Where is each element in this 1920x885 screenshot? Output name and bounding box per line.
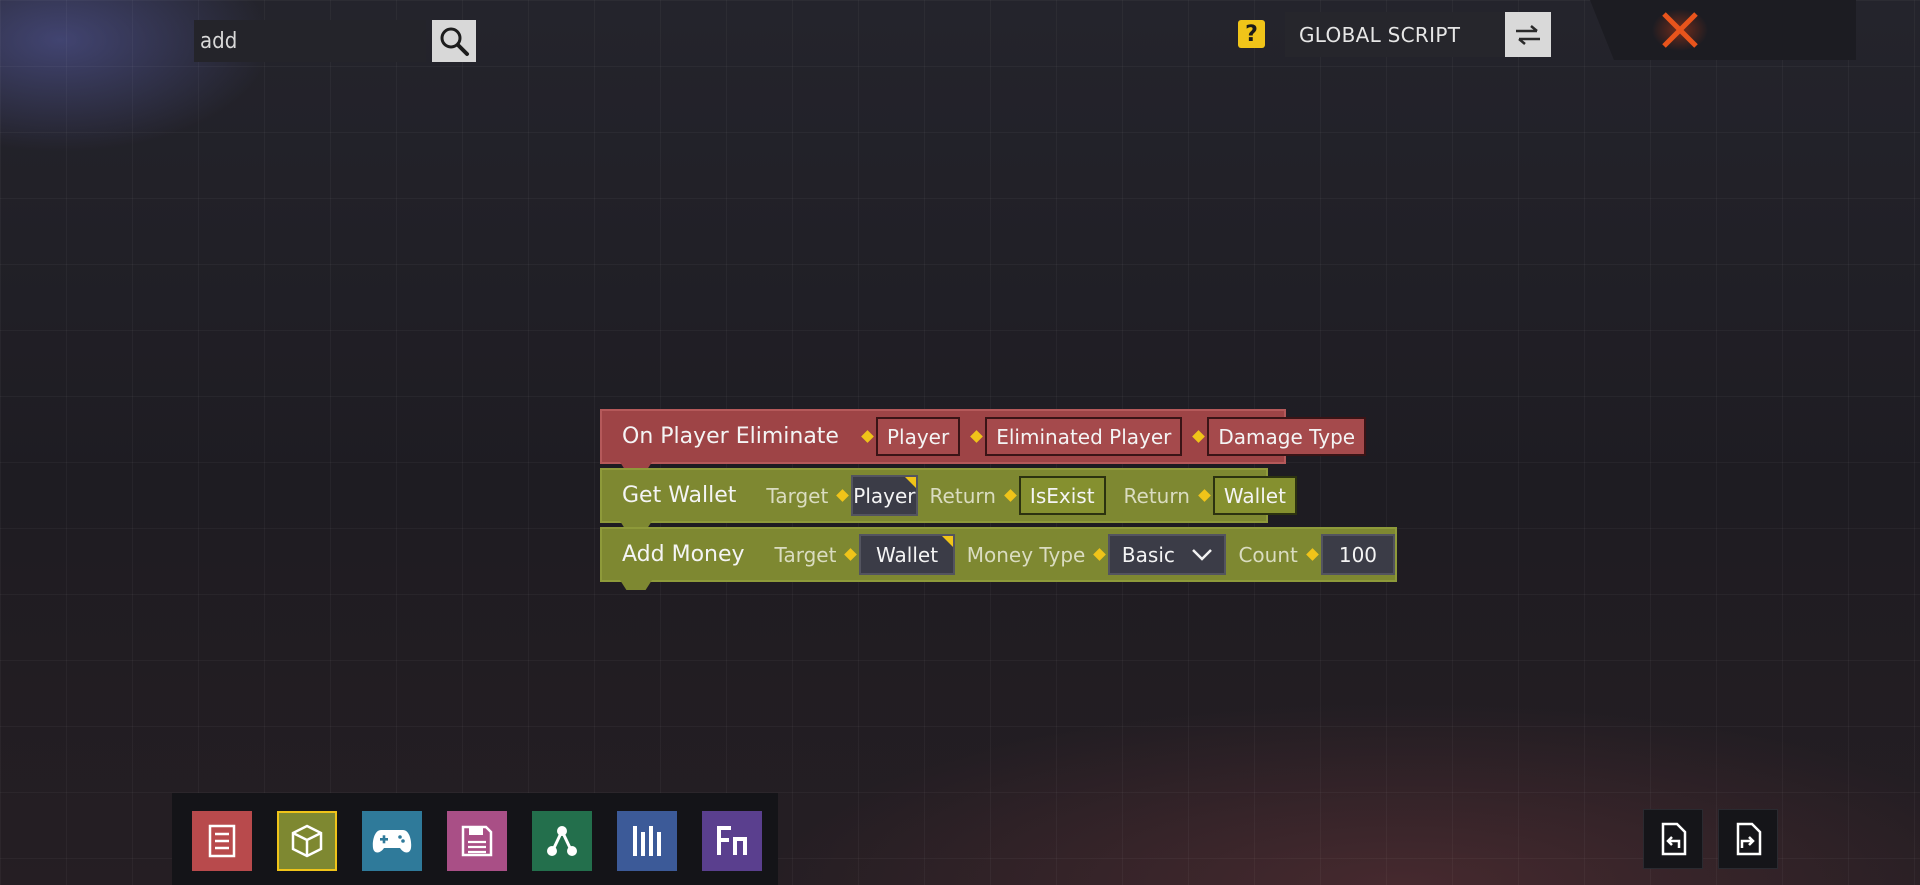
block-connector <box>620 521 652 531</box>
function-icon <box>717 826 747 855</box>
tool-save[interactable] <box>447 811 507 871</box>
tool-notes[interactable] <box>192 811 252 871</box>
search-icon <box>440 27 469 56</box>
target-input[interactable]: Wallet <box>859 534 955 575</box>
tool-functions[interactable] <box>702 811 762 871</box>
input-pin[interactable] <box>836 489 850 502</box>
block-title: Get Wallet <box>622 483 737 508</box>
money-type-dropdown[interactable]: Basic <box>1108 534 1227 575</box>
gamepad-icon <box>372 830 412 853</box>
help-button[interactable]: ? <box>1238 20 1265 48</box>
close-icon <box>1662 12 1698 48</box>
linked-marker <box>904 477 916 488</box>
output-damage-type[interactable]: Damage Type <box>1207 417 1367 456</box>
search-input[interactable] <box>194 20 426 62</box>
bars-icon <box>633 826 661 856</box>
block-title: Add Money <box>622 542 745 567</box>
block-connector <box>620 580 652 590</box>
chevron-down-icon <box>1191 548 1213 562</box>
action-block-get-wallet[interactable]: Get Wallet Target Player Return IsExist … <box>600 468 1297 531</box>
undo-button[interactable] <box>1643 809 1703 869</box>
close-panel <box>1590 0 1856 60</box>
cube-icon <box>291 824 323 858</box>
redo-button[interactable] <box>1718 809 1778 869</box>
input-pin[interactable] <box>1093 548 1107 561</box>
count-value: 100 <box>1338 542 1378 567</box>
switch-script-button[interactable] <box>1505 12 1551 57</box>
undo-icon <box>1661 822 1687 856</box>
swap-arrows-icon <box>1516 24 1540 45</box>
tool-gameplay[interactable] <box>362 811 422 871</box>
output-player[interactable]: Player <box>875 417 961 456</box>
close-button[interactable] <box>1640 0 1720 60</box>
input-pin[interactable] <box>1306 548 1319 561</box>
target-label: Target <box>774 542 837 567</box>
target-value: Wallet <box>876 542 939 567</box>
redo-icon <box>1736 822 1762 856</box>
block-connector <box>620 462 652 472</box>
category-toolbar <box>172 793 778 885</box>
output-pin[interactable] <box>1198 489 1211 502</box>
help-icon: ? <box>1245 21 1258 47</box>
target-label: Target <box>766 483 829 508</box>
money-type-label: Money Type <box>966 542 1086 567</box>
block-title: On Player Eliminate <box>622 424 839 449</box>
event-block-on-player-eliminate[interactable]: On Player Eliminate Player Eliminated Pl… <box>600 409 1367 472</box>
input-pin[interactable] <box>844 548 858 561</box>
script-selector[interactable]: GLOBAL SCRIPT <box>1285 12 1505 57</box>
tool-variables[interactable] <box>617 811 677 871</box>
output-isexist[interactable]: IsExist <box>1018 476 1106 515</box>
tool-nodes[interactable] <box>532 811 592 871</box>
output-pin[interactable] <box>1192 430 1206 443</box>
output-pin[interactable] <box>970 430 984 443</box>
target-input[interactable]: Player <box>851 475 918 516</box>
output-pin[interactable] <box>861 430 874 443</box>
money-type-value: Basic <box>1121 542 1175 567</box>
action-block-add-money[interactable]: Add Money Target Wallet Money Type Basic… <box>600 527 1397 590</box>
search-button[interactable] <box>432 20 476 62</box>
count-label: Count <box>1238 542 1298 567</box>
linked-marker <box>941 536 953 547</box>
tool-objects[interactable] <box>277 811 337 871</box>
output-eliminated-player[interactable]: Eliminated Player <box>985 417 1183 456</box>
output-wallet[interactable]: Wallet <box>1212 476 1297 515</box>
notes-icon <box>208 824 236 858</box>
output-pin[interactable] <box>1004 489 1017 502</box>
return-label: Return <box>929 483 996 508</box>
save-icon <box>461 825 493 857</box>
return-label: Return <box>1123 483 1190 508</box>
count-input[interactable]: 100 <box>1320 534 1395 575</box>
nodes-icon <box>547 826 577 856</box>
script-name: GLOBAL SCRIPT <box>1299 22 1461 47</box>
